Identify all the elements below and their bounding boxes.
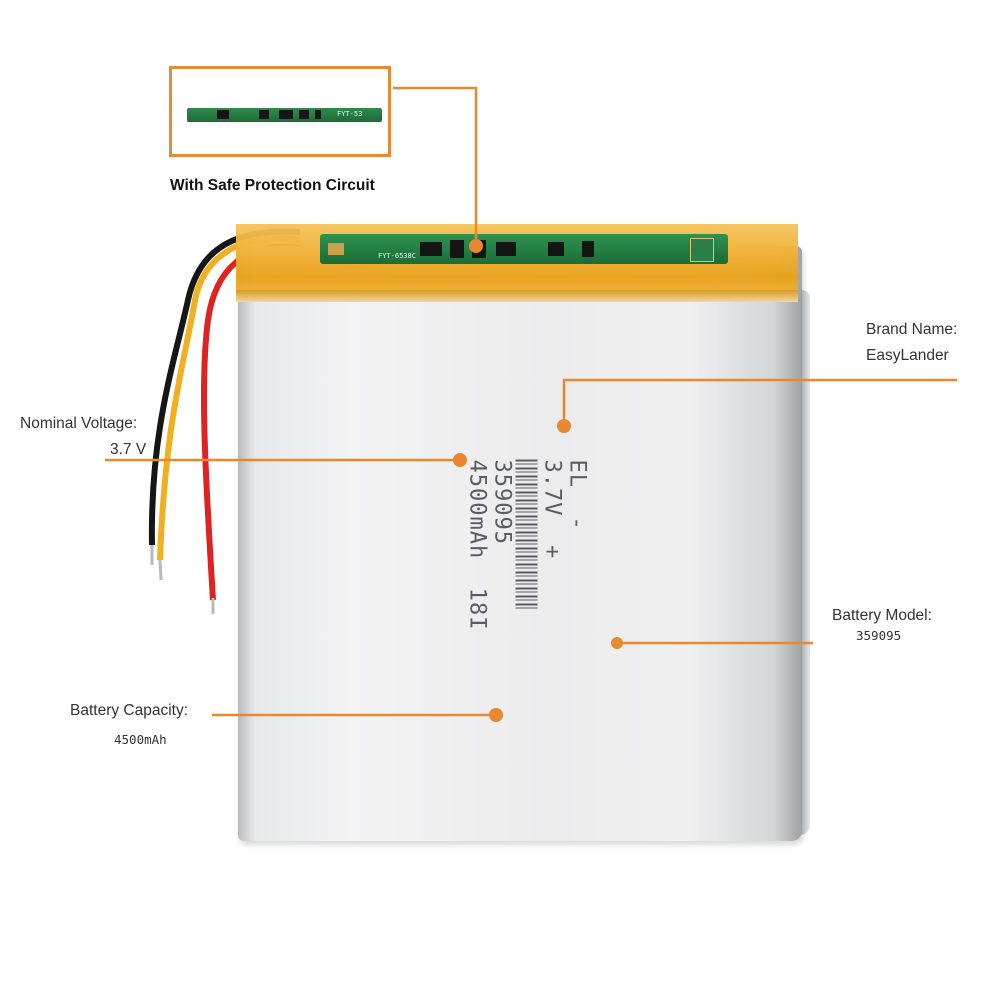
model-label: Battery Model:	[832, 607, 932, 624]
inset-caption: With Safe Protection Circuit	[170, 177, 375, 194]
capacity-value: 4500mAh	[114, 732, 167, 747]
protection-circuit-inset: FYT-53	[169, 66, 391, 157]
brand-value: EasyLander	[866, 347, 949, 364]
pcb-marking: FYT-6538C	[378, 252, 416, 260]
capacity-label: Battery Capacity:	[70, 702, 189, 719]
kapton-tape-edge	[236, 290, 798, 302]
pcb-small-marking: FYT-53	[337, 110, 363, 118]
model-value: 359095	[856, 628, 902, 643]
pcb-callout-dot	[469, 239, 483, 253]
brand-label: Brand Name:	[866, 321, 958, 338]
voltage-value: 3.7 V	[110, 441, 147, 458]
pcb-small-image: FYT-53	[187, 108, 382, 122]
battery-protection-pcb: FYT-6538C	[320, 234, 728, 264]
voltage-label: Nominal Voltage:	[20, 415, 138, 432]
model-callout-dot	[611, 637, 623, 649]
brand-callout-dot	[557, 419, 571, 433]
capacity-callout-dot	[489, 708, 503, 722]
voltage-callout-dot	[453, 453, 467, 467]
